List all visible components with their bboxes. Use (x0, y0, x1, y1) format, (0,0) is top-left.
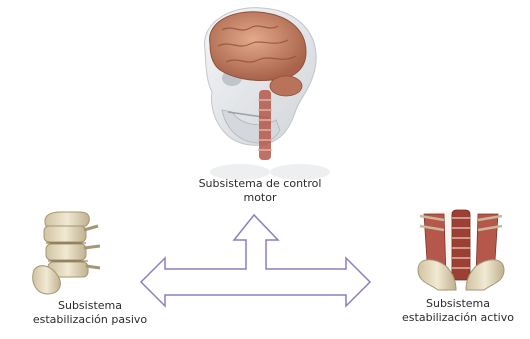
label-control-motor: Subsistema de control motor (170, 177, 350, 205)
lumbar-vertebrae-icon (33, 212, 100, 294)
head-brain-spine-icon (205, 8, 330, 180)
label-active-line2: estabilización activo (386, 311, 530, 325)
label-control-motor-line1: Subsistema de control (170, 177, 350, 191)
label-active-line1: Subsistema (386, 297, 530, 311)
label-control-motor-line2: motor (170, 191, 350, 205)
label-passive-line2: estabilización pasivo (10, 313, 170, 327)
label-passive-stabilization: Subsistema estabilización pasivo (10, 299, 170, 327)
spine-muscles-icon (418, 210, 504, 290)
three-way-arrow (141, 215, 370, 306)
label-passive-line1: Subsistema (10, 299, 170, 313)
label-active-stabilization: Subsistema estabilización activo (386, 297, 530, 325)
